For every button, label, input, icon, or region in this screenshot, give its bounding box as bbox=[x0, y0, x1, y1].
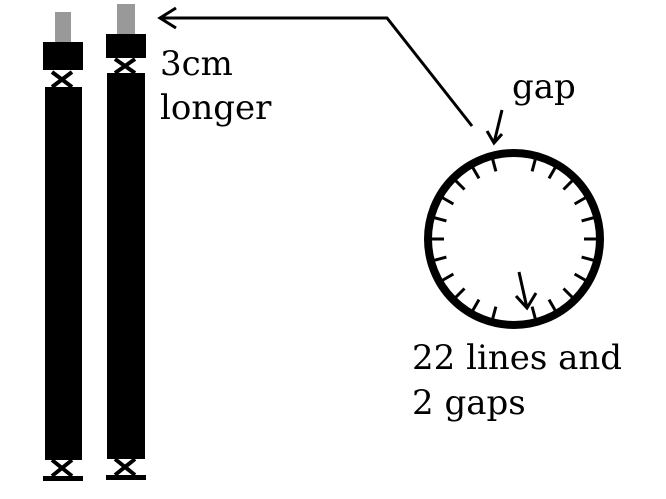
count-label-line-2: 2 gaps bbox=[412, 383, 526, 423]
longer-label-line-2: longer bbox=[160, 88, 272, 128]
ring-tick bbox=[562, 287, 575, 300]
ring-tick bbox=[440, 195, 455, 206]
ring-tick bbox=[573, 195, 588, 206]
ring-tick bbox=[581, 215, 596, 223]
rod-long-foot bbox=[106, 475, 146, 480]
rod-long-head bbox=[106, 34, 146, 58]
gap-arrow-top bbox=[485, 109, 504, 146]
pointer-arrow bbox=[157, 6, 474, 127]
ring-tick bbox=[581, 255, 596, 263]
ring-ticks bbox=[430, 157, 598, 321]
ring-tick bbox=[573, 272, 588, 283]
ring-outline bbox=[424, 149, 604, 329]
rod-long-bottom-joint bbox=[113, 457, 137, 477]
ring-tick bbox=[432, 255, 447, 263]
ring-tick bbox=[470, 298, 481, 313]
rod-short-head bbox=[43, 42, 83, 70]
ring-tick bbox=[453, 178, 466, 191]
ring-tick bbox=[470, 165, 481, 180]
rod-long bbox=[106, 4, 146, 480]
ring-tick bbox=[453, 287, 466, 300]
rod-long-body bbox=[107, 73, 145, 459]
ring-tick bbox=[547, 165, 558, 180]
ring bbox=[424, 149, 604, 329]
ring-tick bbox=[490, 306, 498, 321]
rod-long-top-joint bbox=[113, 57, 137, 75]
longer-label-line-1: 3cm bbox=[160, 44, 233, 84]
rod-short bbox=[43, 12, 83, 481]
ring-tick bbox=[440, 272, 455, 283]
ring-tick bbox=[562, 178, 575, 191]
rod-short-foot bbox=[43, 476, 83, 481]
count-label-line-1: 22 lines and bbox=[412, 338, 623, 378]
rod-short-body bbox=[45, 87, 82, 460]
ring-tick bbox=[530, 306, 538, 321]
rod-short-top-joint bbox=[50, 70, 74, 89]
ring-tick bbox=[530, 157, 538, 172]
gap-arrow-bottom bbox=[514, 271, 538, 311]
rod-short-bottom-joint bbox=[50, 458, 74, 478]
rod-short-cap bbox=[55, 12, 71, 42]
rod-long-cap bbox=[117, 4, 135, 34]
gap-label: gap bbox=[512, 67, 576, 107]
ring-tick bbox=[547, 298, 558, 313]
ring-tick bbox=[432, 215, 447, 223]
ring-tick bbox=[490, 157, 498, 172]
